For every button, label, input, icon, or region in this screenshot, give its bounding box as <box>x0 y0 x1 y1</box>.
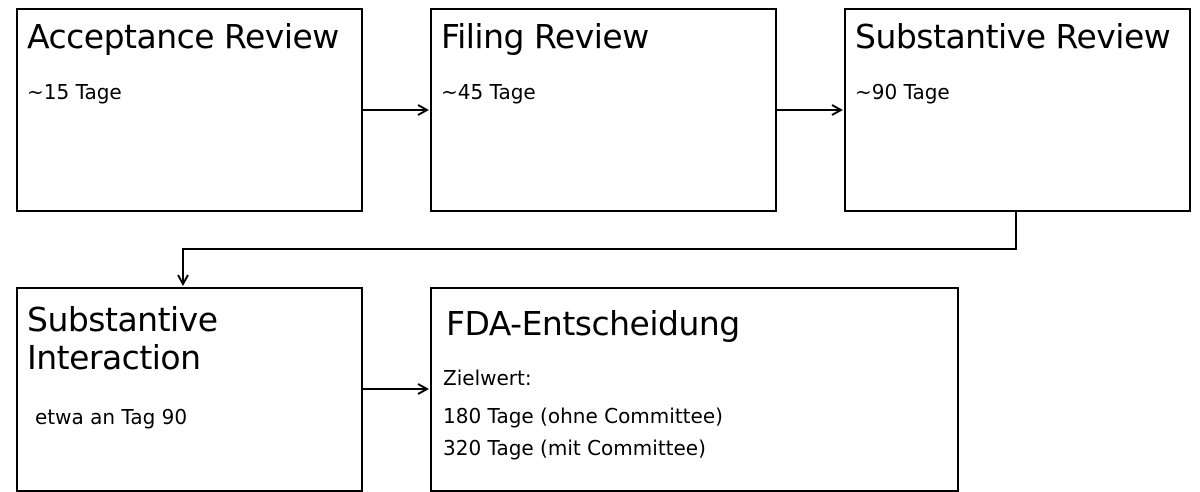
node-title-line: Substantive <box>27 300 218 339</box>
node-duration: ~15 Tage <box>27 80 122 104</box>
node-substantive-interaction: Substantive Interaction etwa an Tag 90 <box>16 287 363 492</box>
node-fda-decision: FDA-Entscheidung Zielwert: 180 Tage (ohn… <box>430 287 959 492</box>
target-with-committee: 320 Tage (mit Committee) <box>443 436 706 460</box>
node-title: Substantive Interaction <box>27 301 218 377</box>
node-title-line: Interaction <box>27 338 201 377</box>
node-substantive-review: Substantive Review ~90 Tage <box>844 8 1191 212</box>
node-note: etwa an Tag 90 <box>35 405 188 429</box>
node-duration: ~90 Tage <box>855 80 950 104</box>
node-title: Filing Review <box>441 17 649 56</box>
node-acceptance-review: Acceptance Review ~15 Tage <box>16 8 363 212</box>
node-duration: ~45 Tage <box>441 80 536 104</box>
node-title: FDA-Entscheidung <box>446 304 740 343</box>
node-filing-review: Filing Review ~45 Tage <box>430 8 777 212</box>
target-without-committee: 180 Tage (ohne Committee) <box>443 404 723 428</box>
node-title: Acceptance Review <box>27 17 339 56</box>
node-title: Substantive Review <box>855 17 1171 56</box>
arrow-substantive-review-to-interaction <box>183 212 1017 284</box>
target-label: Zielwert: <box>443 366 532 390</box>
